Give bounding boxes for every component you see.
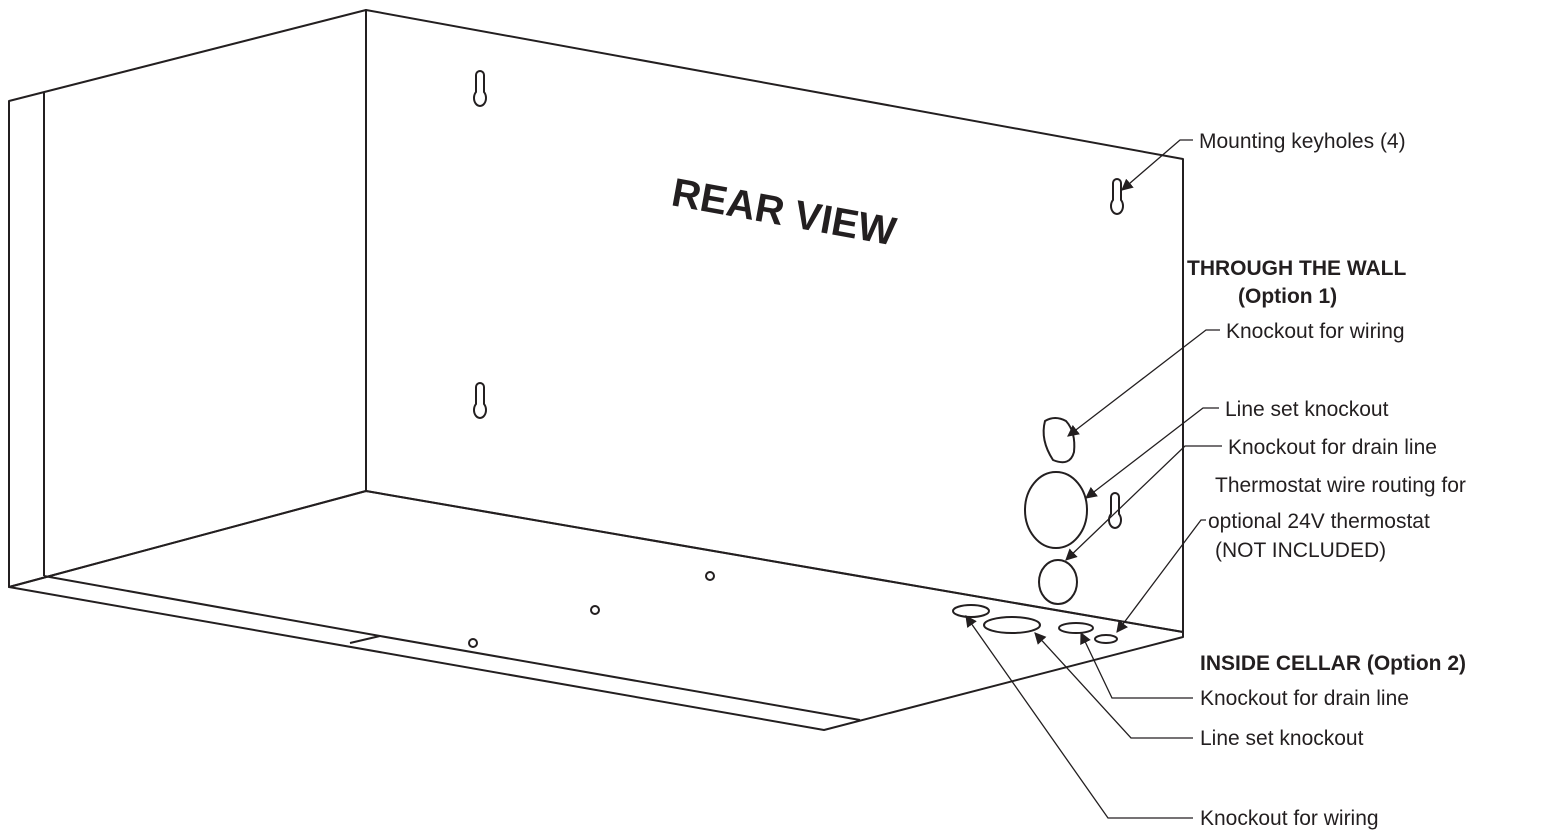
label-tw-wiring: Knockout for wiring <box>1226 320 1405 343</box>
heading-inside-cellar: INSIDE CELLAR (Option 2) <box>1200 652 1466 675</box>
screw-icon <box>590 605 600 615</box>
keyhole-icon <box>1110 178 1124 215</box>
label-tw-drain: Knockout for drain line <box>1228 436 1437 459</box>
label-mounting-keyholes: Mounting keyholes (4) <box>1199 130 1406 153</box>
leader-ic-line-set <box>1034 632 1193 739</box>
leader-tw-wiring <box>1067 329 1220 437</box>
leader-mounting-keyholes <box>1121 139 1193 191</box>
heading-inside-cellar-text: INSIDE CELLAR <box>1200 652 1361 675</box>
bottom-drain-line-knockout <box>1058 622 1094 634</box>
label-tw-line-set: Line set knockout <box>1225 398 1389 421</box>
label-thermostat-3: (NOT INCLUDED) <box>1215 539 1386 562</box>
label-ic-wiring: Knockout for wiring <box>1200 807 1379 830</box>
bottom-panel-front-flange <box>43 575 381 644</box>
rear-drain-line-knockout <box>1038 559 1078 605</box>
screw-icon <box>468 638 478 648</box>
rear-line-set-knockout <box>1024 471 1088 549</box>
leader-tw-drain <box>1065 445 1222 561</box>
screw-icon <box>705 571 715 581</box>
thermostat-wire-hole <box>1094 634 1118 644</box>
left-side-panel <box>8 9 367 588</box>
bottom-line-set-knockout <box>983 616 1041 634</box>
rear-panel <box>365 9 1184 633</box>
label-ic-line-set: Line set knockout <box>1200 727 1364 750</box>
label-thermostat-1: Thermostat wire routing for <box>1215 474 1466 497</box>
keyhole-icon <box>1108 492 1122 529</box>
leader-ic-drain <box>1080 631 1193 699</box>
leader-tw-line-set <box>1085 407 1219 499</box>
bottom-wiring-knockout <box>952 604 990 618</box>
rear-wiring-knockout <box>1042 417 1076 464</box>
heading-through-the-wall: THROUGH THE WALL <box>1187 257 1406 280</box>
keyhole-icon <box>473 70 487 107</box>
heading-option-1: (Option 1) <box>1238 285 1337 308</box>
keyhole-icon <box>473 382 487 419</box>
bottom-panel <box>8 490 1184 731</box>
view-title: REAR VIEW <box>668 171 899 255</box>
bottom-panel-flange-line <box>379 635 861 721</box>
leader-ic-wiring <box>965 615 1193 819</box>
label-ic-drain: Knockout for drain line <box>1200 687 1409 710</box>
label-thermostat-2: optional 24V thermostat <box>1208 510 1430 533</box>
heading-option-2: (Option 2) <box>1361 652 1466 675</box>
leader-thermostat <box>1116 519 1206 633</box>
